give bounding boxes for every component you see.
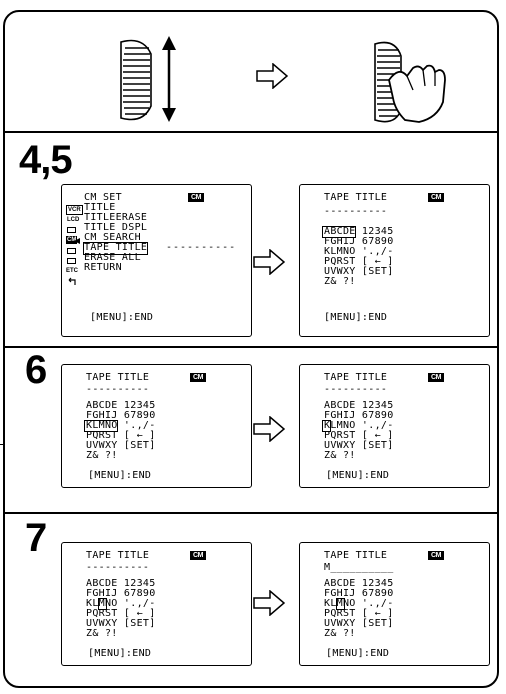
section-divider bbox=[5, 131, 497, 133]
step-number-7: 7 bbox=[25, 518, 46, 558]
tape-title-screen-a: CM TAPE TITLE ---------- ABCDE 12345 FGH… bbox=[299, 184, 490, 337]
dial-press-icon bbox=[369, 36, 449, 128]
char-row-6[interactable]: Z& ?! bbox=[324, 451, 356, 462]
char-row-6[interactable]: Z& ?! bbox=[86, 629, 118, 640]
menu-dashes: ---------- bbox=[166, 243, 236, 254]
dial-turn-icon bbox=[113, 34, 183, 124]
tape-title-heading: TAPE TITLE bbox=[324, 373, 387, 384]
tape-title-heading: TAPE TITLE bbox=[324, 193, 387, 204]
return-icon bbox=[67, 277, 77, 287]
tape-title-screen-d: CM TAPE TITLE ---------- ABCDE 12345 FGH… bbox=[61, 542, 252, 666]
margin-mark bbox=[0, 444, 3, 445]
instruction-frame: 4,5 CM CM SET TITLE TITLEERASE TITLE DSP… bbox=[3, 10, 499, 688]
camera-icon bbox=[67, 227, 76, 233]
title-entered-field: M__________ bbox=[324, 563, 394, 574]
menu-end-hint: [MENU]:END bbox=[326, 471, 389, 482]
menu-screen: CM CM SET TITLE TITLEERASE TITLE DSPL CM… bbox=[61, 184, 252, 337]
char-row-6[interactable]: Z& ?! bbox=[86, 451, 118, 462]
title-blank-field: ---------- bbox=[324, 207, 387, 218]
menu-end-hint: [MENU]:END bbox=[326, 649, 389, 660]
tape-title-screen-c: CM TAPE TITLE ---------- ABCDE 12345 FGH… bbox=[299, 364, 490, 488]
title-blank-field: ---------- bbox=[86, 385, 149, 396]
title-blank-field: ---------- bbox=[86, 563, 149, 574]
char-row-6[interactable]: Z& ?! bbox=[324, 629, 356, 640]
tape-title-heading: TAPE TITLE bbox=[86, 551, 149, 562]
etc-icon: ETC bbox=[66, 267, 78, 275]
cursor-left-icon bbox=[73, 237, 81, 245]
cm-badge: CM bbox=[428, 193, 444, 202]
right-arrow-icon bbox=[253, 416, 285, 442]
tape-title-heading: TAPE TITLE bbox=[86, 373, 149, 384]
menu-end-hint: [MENU]:END bbox=[88, 471, 151, 482]
menu-end-hint: [MENU]:END bbox=[324, 313, 387, 324]
menu-line-return[interactable]: RETURN bbox=[84, 263, 122, 274]
cm-badge: CM bbox=[428, 373, 444, 382]
vcr-icon: VCR bbox=[66, 205, 83, 215]
tape-title-screen-b: CM TAPE TITLE ---------- ABCDE 12345 FGH… bbox=[61, 364, 252, 488]
title-blank-field: ---------- bbox=[324, 385, 387, 396]
tape-title-heading: TAPE TITLE bbox=[324, 551, 387, 562]
menu-end-hint: [MENU]:END bbox=[88, 649, 151, 660]
right-arrow-icon bbox=[256, 63, 288, 89]
cm-badge: CM bbox=[190, 373, 206, 382]
cm-badge: CM bbox=[190, 551, 206, 560]
right-arrow-icon bbox=[253, 590, 285, 616]
step-number-4-5: 4,5 bbox=[19, 140, 72, 180]
clock-icon bbox=[67, 258, 76, 264]
cm-badge: CM bbox=[188, 193, 204, 202]
lcd-icon: LCD bbox=[67, 216, 79, 224]
menu-end-hint: [MENU]:END bbox=[90, 313, 153, 324]
tape-title-screen-e: CM TAPE TITLE M__________ ABCDE 12345 FG… bbox=[299, 542, 490, 666]
step-number-6: 6 bbox=[25, 350, 46, 390]
section-divider bbox=[5, 512, 497, 514]
right-arrow-icon bbox=[253, 249, 285, 275]
section-divider bbox=[5, 346, 497, 348]
char-row-6[interactable]: Z& ?! bbox=[324, 277, 356, 288]
cm-badge: CM bbox=[428, 551, 444, 560]
tape-icon bbox=[67, 248, 76, 254]
